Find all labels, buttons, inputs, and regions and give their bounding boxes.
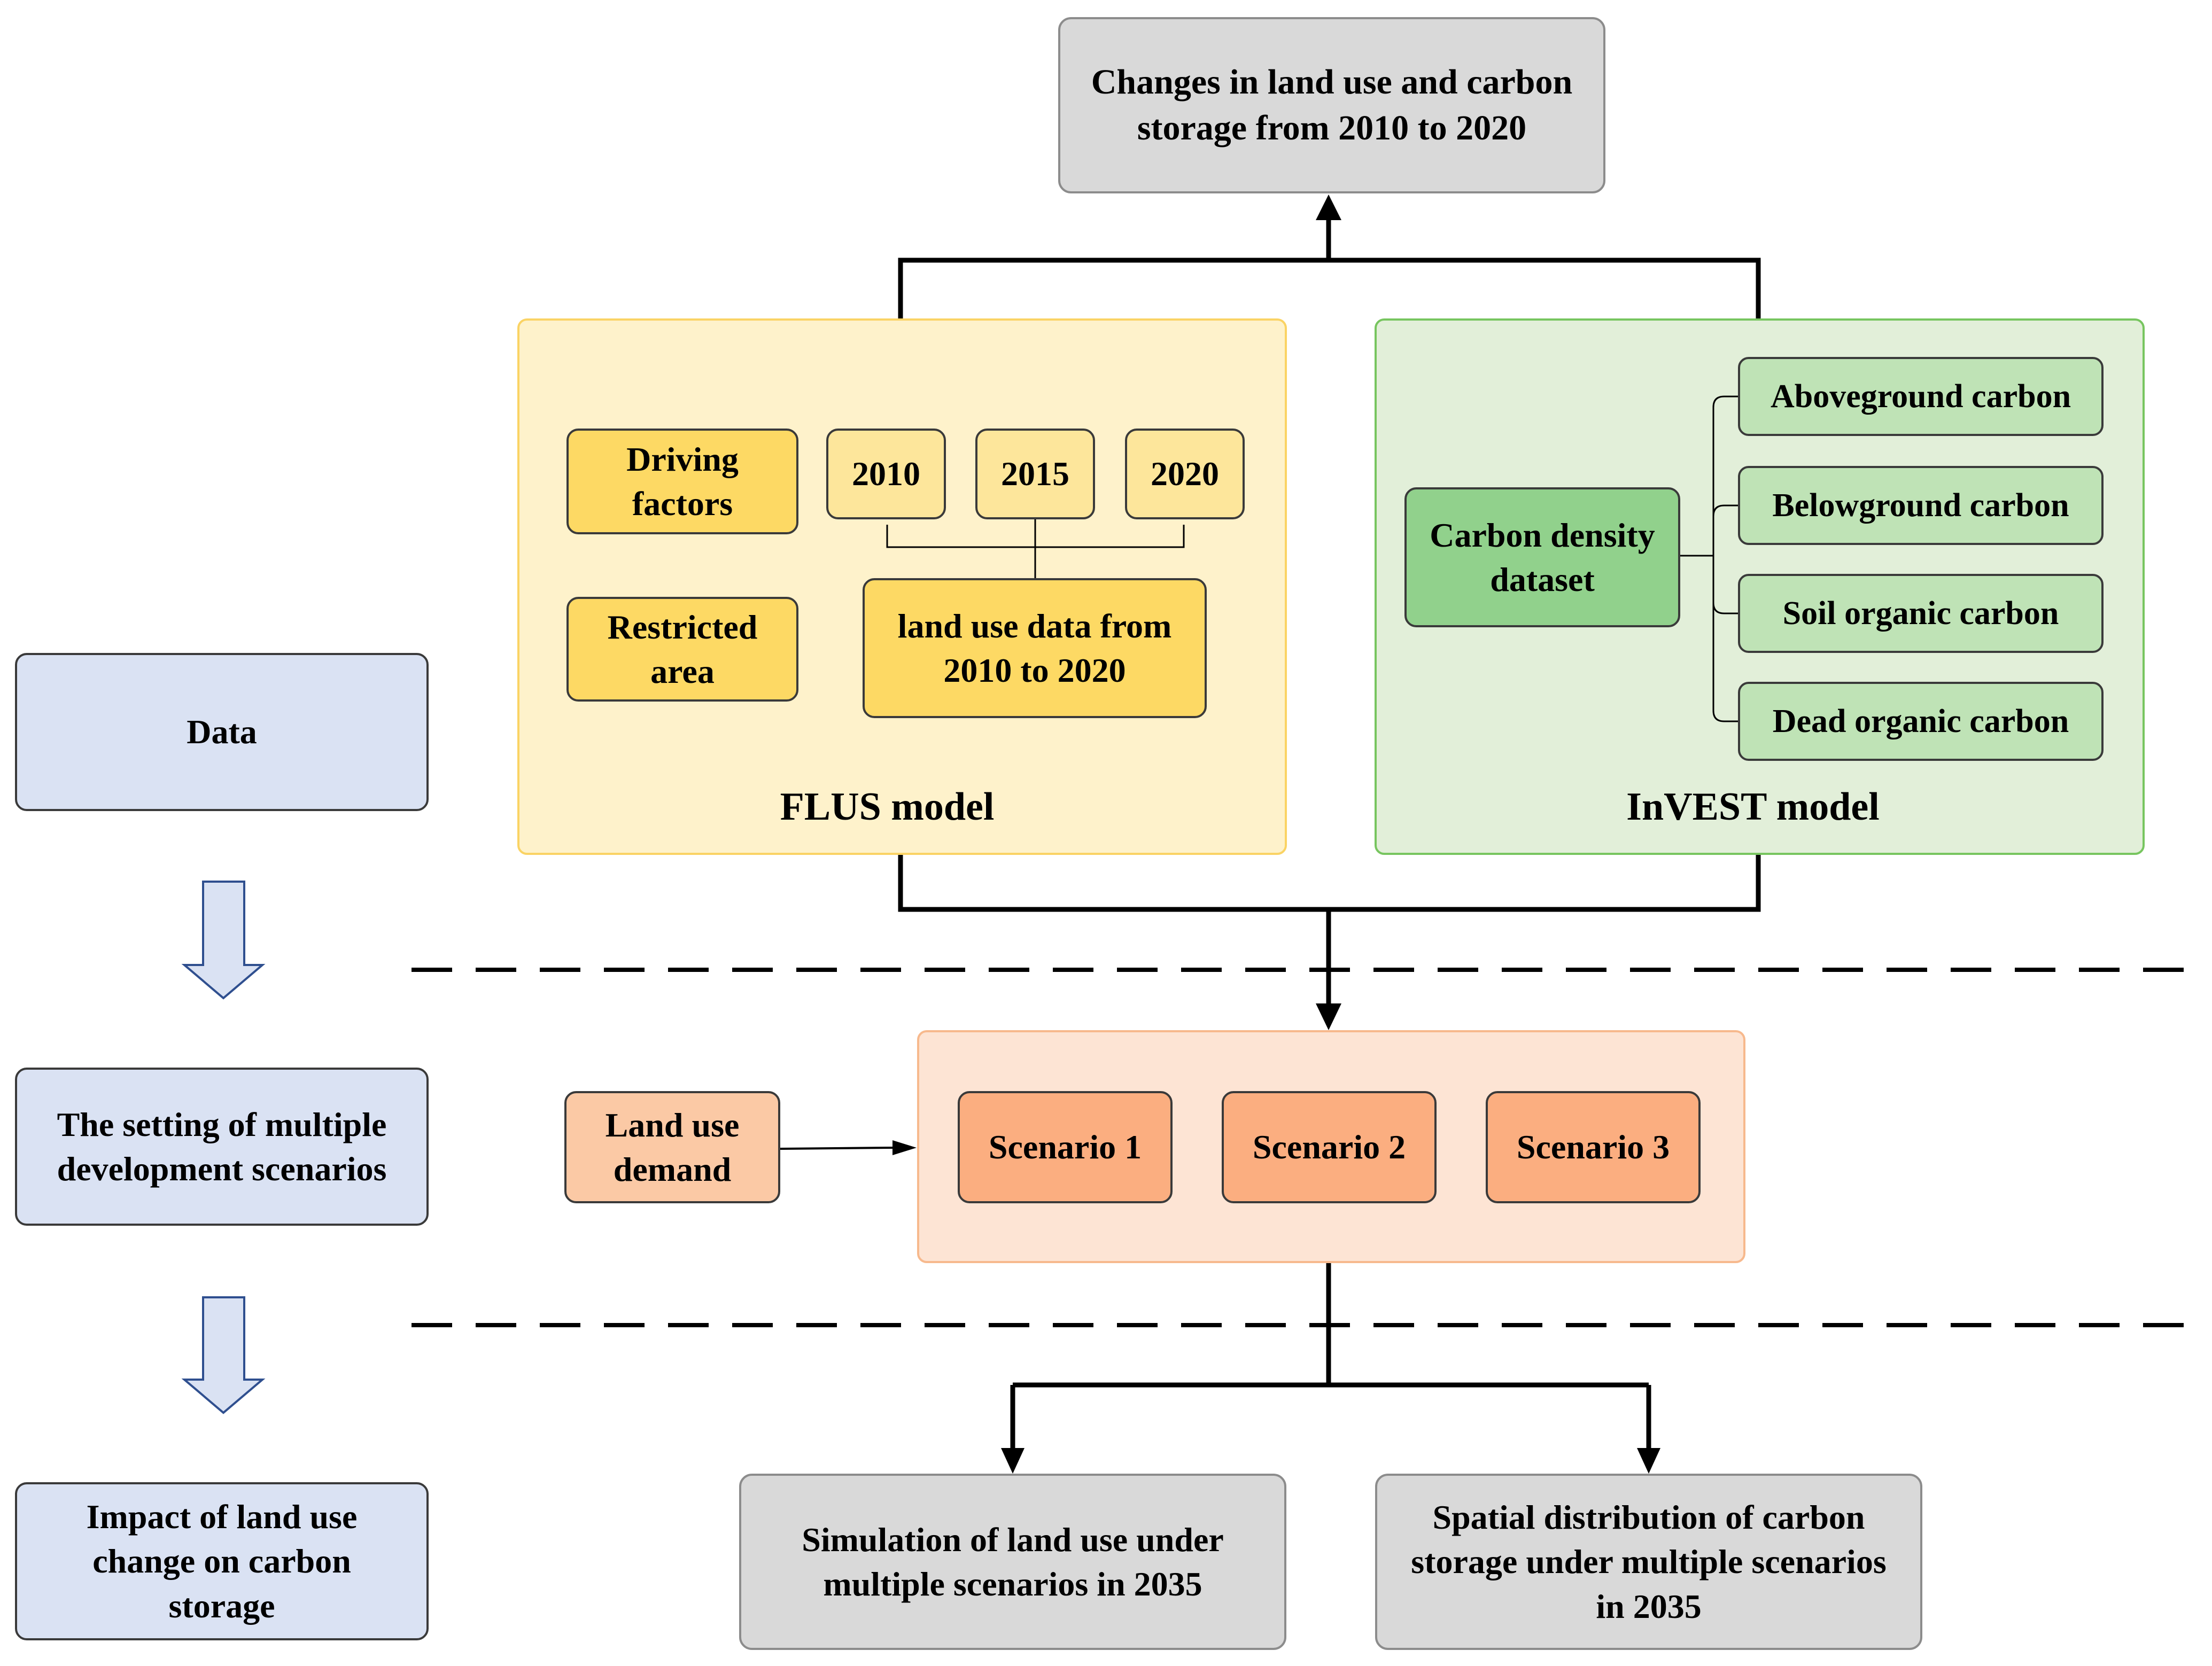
scenario-2-text: Scenario 2 bbox=[1252, 1128, 1406, 1166]
year-2015-text: 2015 bbox=[1001, 455, 1069, 493]
dead-organic-carbon-text: Dead organic carbon bbox=[1772, 703, 2069, 739]
land-use-simulation-box: Simulation of land use under multiple sc… bbox=[739, 1474, 1286, 1650]
carbon-storage-distribution-text: Spatial distribution of carbon storage u… bbox=[1411, 1498, 1887, 1625]
stage-scenarios-text: The setting of multiple development scen… bbox=[57, 1105, 387, 1188]
dataset-bracket-tick-3 bbox=[1712, 602, 1738, 614]
invest-model-label: InVEST model bbox=[1626, 785, 1880, 829]
soil-organic-carbon-box: Soil organic carbon bbox=[1738, 574, 2104, 653]
scenario-3-box: Scenario 3 bbox=[1486, 1091, 1701, 1203]
year-2020-text: 2020 bbox=[1151, 455, 1219, 493]
arrow-to-scenarios bbox=[1316, 1003, 1341, 1030]
year-2020-box: 2020 bbox=[1125, 429, 1245, 519]
stage-down-arrow-2 bbox=[181, 1296, 266, 1414]
land-use-demand-box: Land use demand bbox=[564, 1091, 780, 1203]
flus-to-merge-line bbox=[898, 258, 1761, 318]
land-use-carbon-change-box: Changes in land use and carbon storage f… bbox=[1058, 17, 1605, 193]
stage-data-box: Data bbox=[15, 653, 429, 811]
dataset-bracket-line bbox=[1712, 395, 1738, 722]
scenario-2-box: Scenario 2 bbox=[1222, 1091, 1437, 1203]
stage-impact-box: Impact of land use change on carbon stor… bbox=[15, 1482, 429, 1640]
carbon-storage-distribution-box: Spatial distribution of carbon storage u… bbox=[1375, 1474, 1922, 1650]
flus-model-label: FLUS model bbox=[780, 785, 995, 829]
demand-to-scenarios-line bbox=[780, 1147, 893, 1150]
land-use-carbon-change-text: Changes in land use and carbon storage f… bbox=[1091, 63, 1573, 147]
scenario-1-box: Scenario 1 bbox=[958, 1091, 1173, 1203]
soil-organic-carbon-text: Soil organic carbon bbox=[1782, 595, 2059, 632]
year-2010-text: 2010 bbox=[852, 455, 920, 493]
dataset-bracket-tick-2 bbox=[1712, 504, 1738, 517]
arrow-to-top-result bbox=[1316, 194, 1341, 220]
aboveground-carbon-text: Aboveground carbon bbox=[1770, 378, 2071, 415]
land-use-data-text: land use data from 2010 to 2020 bbox=[897, 606, 1172, 689]
land-use-data-box: land use data from 2010 to 2020 bbox=[863, 578, 1207, 718]
arrow-demand-to-scenarios bbox=[892, 1140, 917, 1155]
land-use-demand-text: Land use demand bbox=[605, 1106, 740, 1188]
scenario-1-text: Scenario 1 bbox=[988, 1128, 1142, 1166]
stage-impact-text: Impact of land use change on carbon stor… bbox=[86, 1498, 358, 1625]
arrow-to-output-2 bbox=[1637, 1448, 1660, 1474]
belowground-carbon-box: Belowground carbon bbox=[1738, 466, 2104, 545]
models-to-scenarios-line bbox=[898, 855, 1761, 912]
carbon-density-dataset-text: Carbon density dataset bbox=[1430, 516, 1655, 598]
restricted-area-text: Restricted area bbox=[607, 608, 758, 690]
stage-scenarios-box: The setting of multiple development scen… bbox=[15, 1068, 429, 1226]
year-2015-box: 2015 bbox=[975, 429, 1095, 519]
driving-factors-text: Driving factors bbox=[626, 440, 739, 523]
belowground-carbon-text: Belowground carbon bbox=[1772, 487, 2069, 524]
stage-down-arrow-1 bbox=[181, 881, 266, 1000]
arrow-to-output-1 bbox=[1001, 1448, 1024, 1474]
aboveground-carbon-box: Aboveground carbon bbox=[1738, 357, 2104, 436]
land-use-simulation-text: Simulation of land use under multiple sc… bbox=[802, 1520, 1224, 1603]
driving-factors-box: Driving factors bbox=[566, 429, 798, 534]
carbon-density-dataset-box: Carbon density dataset bbox=[1404, 487, 1680, 627]
year-2010-box: 2010 bbox=[826, 429, 946, 519]
stage-data-text: Data bbox=[187, 713, 257, 751]
dead-organic-carbon-box: Dead organic carbon bbox=[1738, 682, 2104, 761]
scenario-3-text: Scenario 3 bbox=[1516, 1128, 1670, 1166]
restricted-area-box: Restricted area bbox=[566, 597, 798, 702]
